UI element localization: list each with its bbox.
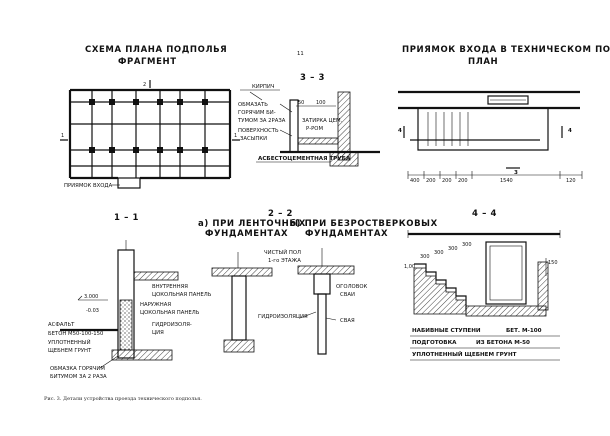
pit-title-line2: ПЛАН	[468, 57, 498, 67]
section-1-1-title: 1 – 1	[114, 213, 139, 223]
label-gidro2: ЦИЯ	[152, 330, 164, 336]
label-stupeni: НАБИВНЫЕ СТУПЕНИ	[412, 328, 481, 334]
label-obmaz: ОБМАЗКА ГОРЯЧИМ	[50, 366, 105, 372]
pit-cut-bottom: 3	[514, 170, 518, 176]
section-4-4: 4 – 4 300 300 300 300 1,00 150 НАБИВНЫЕ …	[404, 209, 561, 361]
plan-fragment: СХЕМА ПЛАНА ПОДПОЛЬЯ ФРАГМЕНТ 1 1 2 ПРИЯМ…	[60, 45, 240, 189]
section-4-4-title: 4 – 4	[472, 209, 497, 219]
figure-caption: Рис. 3. Детали устройства проезда технич…	[44, 396, 202, 402]
label-vnutr: ВНУТРЕННЯЯ	[152, 284, 188, 290]
label-cokol-panel: ЦОКОЛЬНАЯ ПАНЕЛЬ	[140, 310, 200, 316]
section-3-3-dim-50: 50	[298, 100, 304, 106]
plan-entry-label: ПРИЯМОК ВХОДА	[64, 183, 113, 189]
label-stupeni-val: БЕТ. М-100	[506, 328, 542, 334]
label-goryachim: ГОРЯЧИМ БИ-	[238, 110, 276, 116]
section-3-3-dim-100: 100	[316, 100, 326, 106]
section-1-1: 1 – 1 3.000 -0.03 АСФАЛЬТ БЕТОН М50-100-…	[48, 213, 212, 380]
label-uplotn: УПЛОТНЕННЫЙ	[48, 339, 91, 346]
label-svaya: СВАЯ	[340, 318, 355, 324]
label-obmazat: ОБМАЗАТЬ	[238, 102, 268, 108]
mark-003: -0.03	[86, 308, 99, 314]
svg-text:2: 2	[143, 82, 146, 88]
label-tumom: ТУМОМ ЗА 2РАЗА	[237, 118, 286, 124]
pit-dim-6: 120	[566, 178, 576, 184]
section-3-3-title: 3 – 3	[300, 73, 325, 83]
svg-text:1: 1	[234, 133, 237, 139]
entry-pit-plan: ПРИЯМОК ВХОДА В ТЕХНИЧЕСКОМ ПОДПОЛЬЕ ПЛА…	[398, 45, 610, 184]
section-2-2-title: 2 – 2	[268, 209, 293, 219]
label-gidroizol: ГИДРОИЗОЛЯЦИЯ	[258, 314, 308, 320]
label-uplotn-4-4: УПЛОТНЕННЫЙ ЩЕБНЕМ ГРУНТ	[412, 350, 517, 358]
pit-dim-5: 1540	[500, 178, 513, 184]
label-ogolovok: ОГОЛОВОК	[336, 284, 368, 290]
label-cokol-kanal: ЦОКОЛЬНАЯ ПАНЕЛЬ	[152, 292, 212, 298]
label-obmaz2: БИТУМОМ ЗА 2 РАЗА	[50, 374, 107, 380]
section-3-3: 3 – 3 50 100 КИРПИЧ ОБМАЗАТЬ ГОРЯЧИМ БИ-…	[237, 73, 380, 167]
label-chist-pol: ЧИСТЫЙ ПОЛ	[264, 249, 301, 256]
label-svai: СВАИ	[340, 292, 355, 298]
pit-dim-1: 400	[410, 178, 420, 184]
label-gidro: ГИДРОИЗОЛЯ-	[152, 322, 192, 328]
section-4-4-dim-1: 300	[420, 254, 430, 260]
pit-dim-2: 200	[426, 178, 436, 184]
pit-dim-4: 200	[458, 178, 468, 184]
section-2-2: 2 – 2 а) ПРИ ЛЕНТОЧНЫХ ФУНДАМЕНТАХ б) ПР…	[198, 209, 438, 355]
section-2-2-sub-b: б) ПРИ БЕЗРОСТВЕРКОВЫХ	[290, 218, 438, 229]
plan-title: СХЕМА ПЛАНА ПОДПОЛЬЯ	[85, 45, 227, 55]
label-shcheben: ЩЕБНЕМ ГРУНТ	[48, 348, 92, 354]
section-2-2-sub-a: а) ПРИ ЛЕНТОЧНЫХ	[198, 219, 306, 229]
label-naruzh: НАРУЖНАЯ	[140, 302, 171, 308]
plan-subtitle: ФРАГМЕНТ	[118, 57, 177, 67]
label-rastvor: Р-РОМ	[306, 126, 323, 132]
section-4-4-dim-2: 300	[434, 250, 444, 256]
label-zasypki: ЗАСЫПКИ	[240, 136, 267, 142]
label-podgotovka-val: ИЗ БЕТОНА М-50	[476, 340, 530, 346]
svg-text:1: 1	[61, 133, 64, 139]
section-4-4-dim-5: 1,00	[404, 264, 415, 270]
section-4-4-dim-3: 300	[448, 246, 458, 252]
section-4-4-side-dim: 150	[548, 260, 558, 266]
section-2-2-sub-b2: ФУНДАМЕНТАХ	[305, 229, 388, 239]
section-2-2-sub-a2: ФУНДАМЕНТАХ	[205, 229, 288, 239]
label-etazh: 1-го ЭТАЖА	[268, 258, 301, 264]
pit-cut-left: 4	[398, 128, 402, 134]
page-number: 11	[297, 51, 304, 57]
section-4-4-dim-4: 300	[462, 242, 472, 248]
pit-dim-3: 200	[442, 178, 452, 184]
label-truba: АСБЕСТОЦЕМЕНТНАЯ ТРУБА	[258, 156, 351, 162]
pit-title-line1: ПРИЯМОК ВХОДА В ТЕХНИЧЕСКОМ ПОДПОЛЬЕ	[402, 45, 610, 55]
label-zatirka: ЗАТИРКА ЦЕМ.	[302, 118, 343, 124]
label-beton: БЕТОН М50-100-150	[48, 331, 104, 337]
label-asfalt: АСФАЛЬТ	[48, 322, 75, 328]
label-podgotovka: ПОДГОТОВКА	[412, 340, 457, 346]
mark-3000: 3.000	[84, 294, 98, 300]
label-kirpich: КИРПИЧ	[252, 84, 275, 90]
label-poverhnost: ПОВЕРХНОСТЬ	[238, 128, 279, 134]
pit-cut-right: 4	[568, 128, 572, 134]
